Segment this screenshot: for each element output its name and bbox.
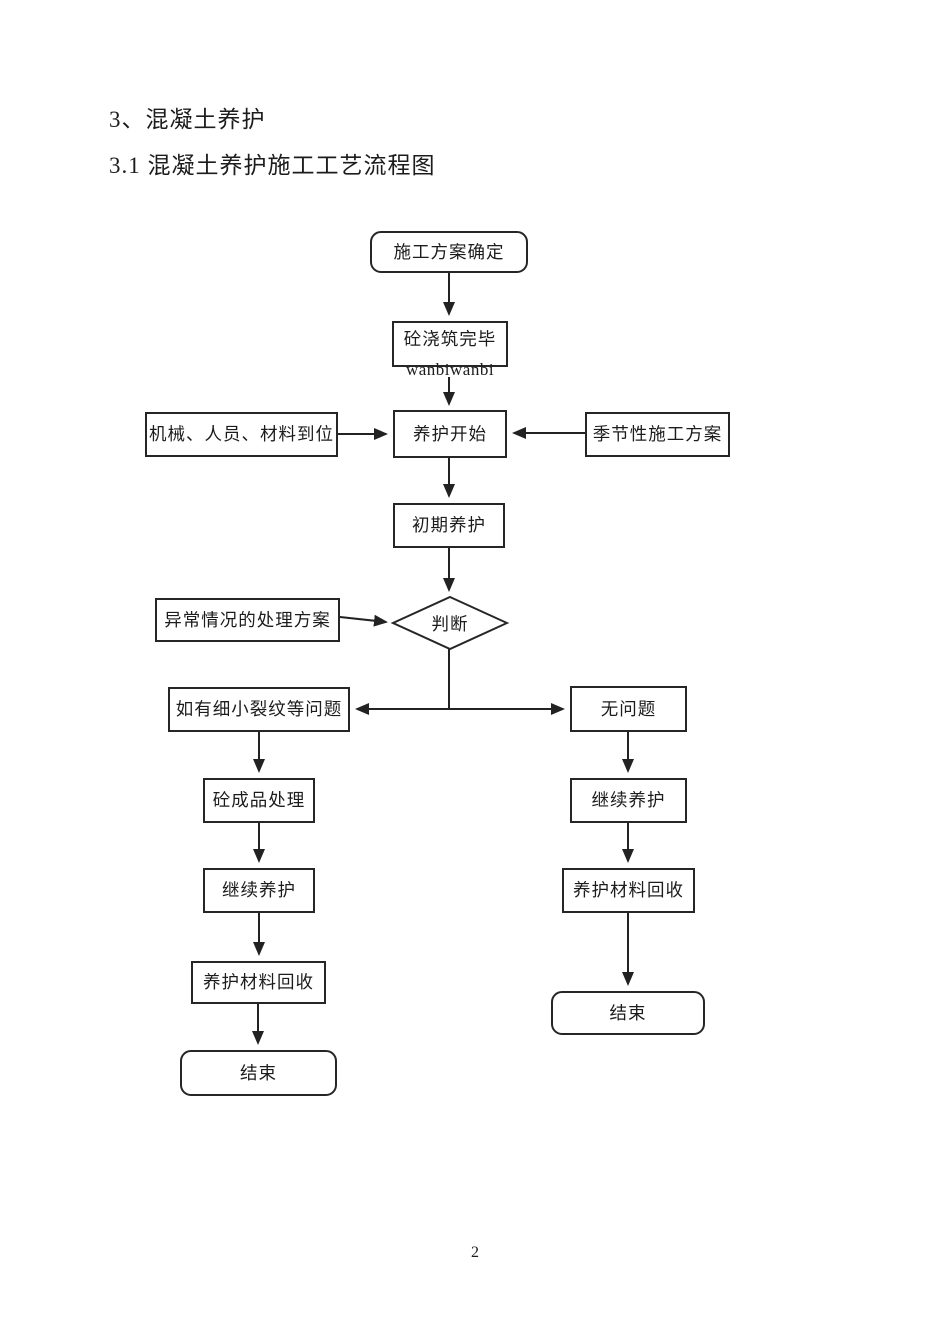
flow-node-curing-start: 养护开始 [393, 410, 507, 458]
flow-node-material-recycle-right: 养护材料回收 [562, 868, 695, 913]
flow-node-continue-curing-right: 继续养护 [570, 778, 687, 823]
flow-node-no-problem: 无问题 [570, 686, 687, 732]
flow-node-initial-curing: 初期养护 [393, 503, 505, 548]
flow-node-product-treatment-label: 砼成品处理 [212, 790, 306, 810]
flow-node-seasonal-plan: 季节性施工方案 [585, 412, 730, 457]
flow-node-abnormal-plan: 异常情况的处理方案 [155, 598, 340, 642]
flow-node-material-recycle-right-label: 养护材料回收 [573, 880, 684, 900]
flow-node-resources-ready: 机械、人员、材料到位 [145, 412, 338, 457]
flow-node-initial-curing-label: 初期养护 [412, 515, 486, 535]
flow-node-end-left-label: 结束 [240, 1062, 277, 1083]
flow-node-continue-curing-right-label: 继续养护 [591, 790, 666, 810]
flow-node-pour-done-annotation: wanbiwanbi [405, 360, 495, 379]
flow-node-continue-curing-left-label: 继续养护 [222, 880, 296, 900]
flow-node-continue-curing-left: 继续养护 [203, 868, 315, 913]
page-number: 2 [471, 1244, 479, 1261]
flow-node-abnormal-plan-label: 异常情况的处理方案 [164, 609, 331, 630]
flow-node-start: 施工方案确定 [370, 231, 528, 273]
flow-node-curing-start-label: 养护开始 [413, 423, 487, 444]
flow-node-resources-ready-label: 机械、人员、材料到位 [149, 424, 334, 444]
flow-node-product-treatment: 砼成品处理 [203, 778, 315, 823]
flow-node-decision: 判断 [393, 599, 507, 647]
flow-node-material-recycle-left: 养护材料回收 [191, 961, 326, 1004]
flow-node-cracks-branch: 如有细小裂纹等问题 [168, 687, 350, 732]
flow-node-start-label: 施工方案确定 [393, 241, 505, 262]
flow-node-end-left: 结束 [180, 1050, 337, 1096]
flow-node-pour-done-label: 砼浇筑完毕 [403, 328, 497, 349]
flow-node-material-recycle-left-label: 养护材料回收 [203, 972, 314, 992]
flow-node-no-problem-label: 无问题 [600, 698, 657, 719]
flow-node-seasonal-plan-label: 季节性施工方案 [592, 424, 723, 444]
flow-node-pour-done: 砼浇筑完毕 wanbiwanbi [392, 321, 508, 378]
flow-node-decision-label: 判断 [431, 613, 469, 634]
subsection-title: 3.1 混凝土养护施工工艺流程图 [109, 153, 436, 178]
flow-node-end-right: 结束 [551, 991, 705, 1035]
flow-node-end-right-label: 结束 [609, 1002, 647, 1023]
flow-node-cracks-branch-label: 如有细小裂纹等问题 [175, 699, 343, 719]
section-title: 3、混凝土养护 [109, 107, 266, 132]
